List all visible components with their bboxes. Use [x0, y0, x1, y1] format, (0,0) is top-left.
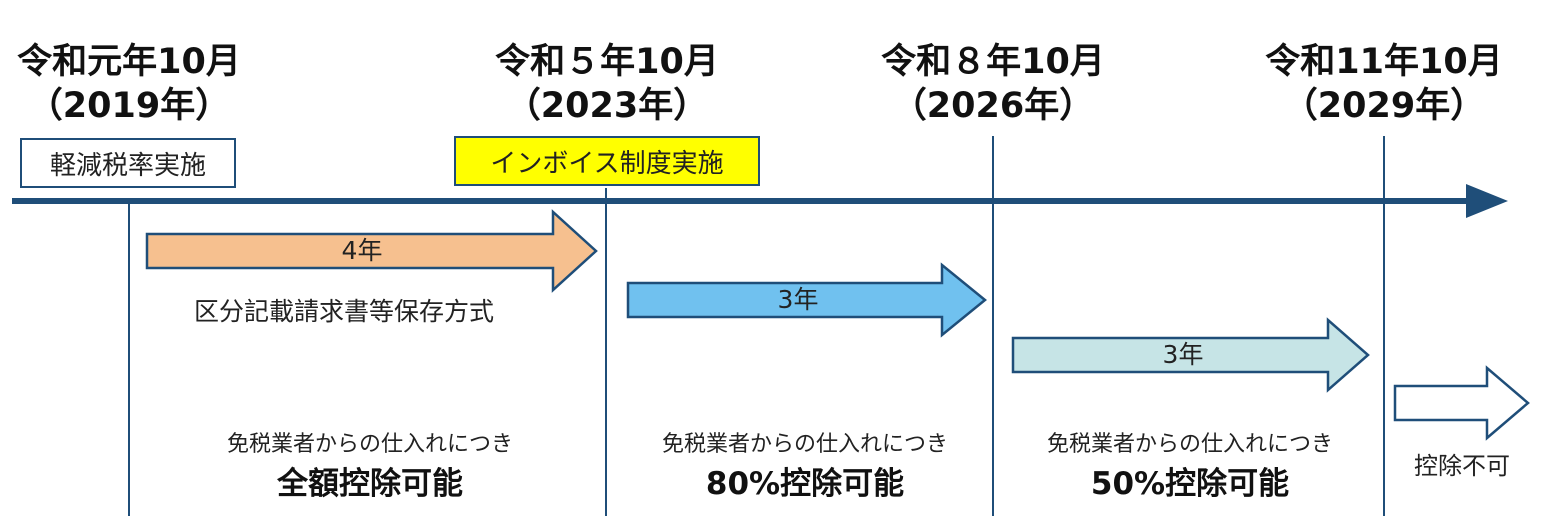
period-arrow-3: [1011, 317, 1370, 393]
timeline-arrowhead: [1466, 184, 1508, 218]
deduction-1: 全額控除可能: [277, 466, 463, 502]
period-arrow-2: [626, 262, 987, 338]
milestone-year: （2029年）: [1282, 86, 1486, 126]
period-arrow-1: [145, 209, 598, 293]
method-label: 区分記載請求書等保存方式: [194, 297, 495, 326]
note-line-3: 免税業者からの仕入れにつき: [1046, 432, 1333, 457]
milestone-year: （2023年）: [505, 86, 709, 126]
period-label-3: 3年: [1162, 340, 1204, 369]
note-line-1: 免税業者からの仕入れにつき: [226, 432, 513, 457]
period-label-2: 3年: [777, 285, 819, 314]
milestone-year: （2019年）: [27, 86, 231, 126]
milestone-2029: 令和11年10月 （2029年）: [1234, 40, 1534, 128]
deduction-2: 80%控除可能: [705, 466, 905, 502]
deduction-3: 50%控除可能: [1090, 466, 1290, 502]
period-arrow-4: [1393, 365, 1530, 441]
note-line-2: 免税業者からの仕入れにつき: [661, 432, 948, 457]
milestone-year: （2026年）: [891, 86, 1095, 126]
milestone-2026: 令和８年10月 （2026年）: [843, 40, 1143, 128]
milestone-2023: 令和５年10月 （2023年）: [457, 40, 757, 128]
period-label-1: 4年: [341, 236, 383, 265]
final-note: 控除不可: [1414, 452, 1510, 480]
milestone-date: 令和５年10月: [495, 42, 719, 82]
reduced-tax-badge: 軽減税率実施: [20, 138, 236, 188]
milestone-2019: 令和元年10月 （2019年）: [0, 40, 279, 128]
milestone-date: 令和元年10月: [17, 42, 241, 82]
invoice-system-badge: インボイス制度実施: [454, 136, 760, 186]
milestone-date: 令和８年10月: [881, 42, 1105, 82]
milestone-date: 令和11年10月: [1265, 42, 1503, 82]
